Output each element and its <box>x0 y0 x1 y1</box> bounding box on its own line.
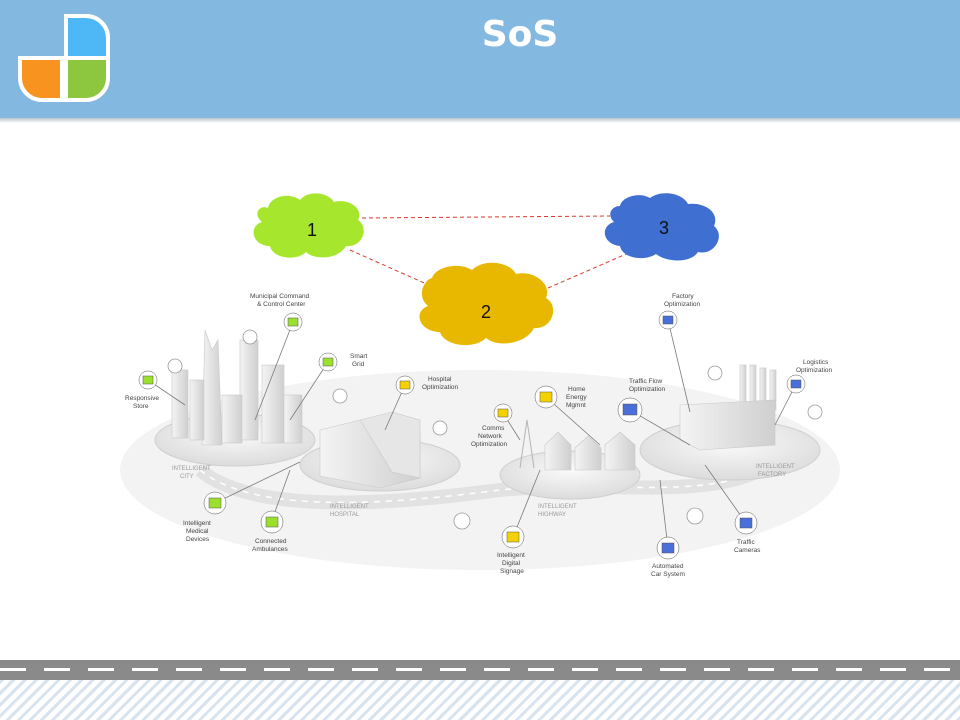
factory-building <box>679 364 777 451</box>
label-signage-2: Digital <box>502 560 521 567</box>
zone-hospital-line1: INTELLIGENT <box>330 504 369 510</box>
road-dashes <box>199 469 761 504</box>
zone-highway-line2: HIGHWAY <box>538 512 566 518</box>
zone-highway-line1: INTELLIGENT <box>538 504 577 510</box>
header-shadow <box>0 118 960 123</box>
green-devices <box>138 312 338 534</box>
label-medical-1: Intelligent <box>183 520 211 527</box>
label-store-2: Store <box>133 403 149 410</box>
label-municipal-2: & Control Center <box>257 301 306 308</box>
cloud-network-3: 3 <box>604 193 719 261</box>
blue-devices <box>617 310 806 560</box>
network-nodes <box>167 329 823 530</box>
cloud-network-2: 2 <box>419 262 554 346</box>
cloud-3-shape <box>604 193 719 261</box>
label-cameras-1: Traffic <box>737 539 755 546</box>
device-labels: Municipal Command & Control Center Smart… <box>125 293 833 578</box>
label-signage-1: Intelligent <box>497 552 525 559</box>
label-signage-3: Signage <box>500 568 524 575</box>
label-traffic-flow-2: Optimization <box>629 386 666 393</box>
city-buildings <box>171 329 303 446</box>
header-bar <box>0 0 960 118</box>
label-logistics-2: Optimization <box>796 367 833 374</box>
label-logistics-1: Logistics <box>803 359 829 366</box>
label-home-1: Home <box>568 386 586 393</box>
footer-stripes <box>0 680 960 720</box>
label-medical-3: Devices <box>186 536 210 543</box>
cloud-1-label: 1 <box>307 220 317 240</box>
highway-structures <box>519 419 636 471</box>
zone-city-line2: CITY <box>180 474 194 480</box>
network-links <box>349 215 641 291</box>
label-factory-1: Factory <box>672 293 694 300</box>
zone-hospital-line2: HOSPITAL <box>330 512 360 518</box>
label-autocar-2: Car System <box>651 571 685 578</box>
label-home-2: Energy <box>566 394 587 401</box>
label-ambulances-2: Ambulances <box>252 546 289 553</box>
label-comms-2: Network <box>478 433 503 440</box>
cloud-2-label: 2 <box>481 302 491 322</box>
cloud-network-1: 1 <box>253 193 364 258</box>
label-medical-2: Medical <box>186 528 209 535</box>
label-home-3: Mgmnt <box>566 402 586 409</box>
label-municipal-1: Municipal Command <box>250 293 310 300</box>
label-store-1: Responsive <box>125 395 159 402</box>
label-cameras-2: Cameras <box>734 547 761 554</box>
label-smart-grid-2: Grid <box>352 361 365 368</box>
cloud-2-shape <box>419 262 554 346</box>
label-hospital-1: Hospital <box>428 376 452 383</box>
label-factory-2: Optimization <box>664 301 701 308</box>
logo-icon <box>18 14 110 102</box>
zone-factory-line2: FACTORY <box>758 472 786 478</box>
yellow-devices <box>395 375 558 549</box>
label-comms-3: Optimization <box>471 441 508 448</box>
zone-factory-line1: INTELLIGENT <box>756 464 795 470</box>
hospital-building <box>319 411 421 489</box>
label-hospital-2: Optimization <box>422 384 459 391</box>
slide-title: SoS <box>481 14 559 55</box>
label-autocar-1: Automated <box>652 563 684 570</box>
connector-lines <box>147 319 797 549</box>
cloud-1-shape <box>253 193 364 258</box>
footer-dashes <box>0 668 960 671</box>
label-ambulances-1: Connected <box>255 538 287 545</box>
label-traffic-flow-1: Traffic Flow <box>629 378 663 385</box>
label-comms-1: Comms <box>482 425 505 432</box>
zone-city-line1: INTELLIGENT <box>172 466 211 472</box>
cloud-3-label: 3 <box>659 218 669 238</box>
label-smart-grid-1: Smart <box>350 353 368 360</box>
